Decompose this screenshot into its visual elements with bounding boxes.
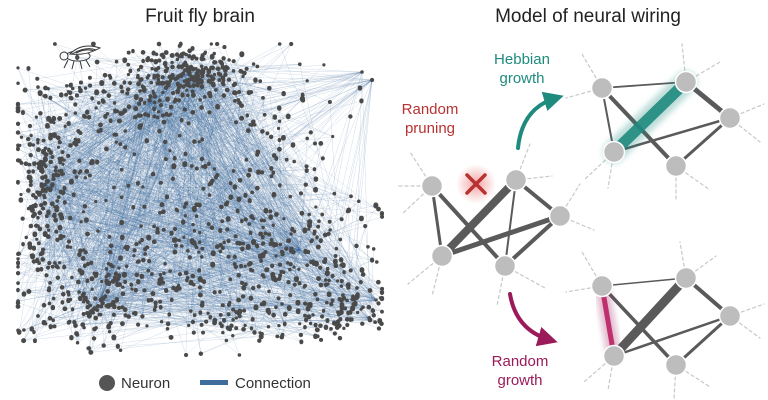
model-edge [503, 214, 562, 268]
model-node [590, 274, 614, 298]
left-title: Fruit fly brain [145, 6, 255, 27]
svg-text:pruning: pruning [405, 120, 455, 137]
model-node [674, 266, 698, 290]
svg-text:growth: growth [499, 70, 544, 87]
hebbian-growth-label: Hebbian growth [494, 51, 550, 87]
model-node [602, 140, 626, 164]
model-node [664, 154, 688, 178]
model-node [430, 244, 454, 268]
model-graph-random [565, 241, 765, 400]
legend-neuron-label: Neuron [121, 375, 170, 392]
legend-connection-label: Connection [235, 375, 311, 392]
model-edge [674, 116, 732, 168]
neuron-dots [15, 41, 385, 358]
svg-text:growth: growth [497, 372, 542, 389]
fruit-fly-brain-network [15, 41, 385, 358]
model-edge [609, 273, 691, 361]
model-edge [612, 314, 732, 358]
arrow-down-icon [508, 292, 558, 347]
model-node [718, 106, 742, 130]
model-node [504, 168, 528, 192]
connection-edges [17, 43, 383, 356]
model-edge [601, 277, 687, 287]
model-node [674, 70, 698, 94]
legend-connection-marker [200, 380, 228, 385]
model-node [664, 353, 688, 377]
hebbian-edge [608, 76, 692, 158]
model-node [602, 344, 626, 368]
model-edge [439, 213, 563, 259]
svg-text:Random: Random [402, 101, 459, 118]
arrow-up-icon [516, 91, 564, 150]
model-node [590, 76, 614, 100]
legend-neuron-marker [99, 375, 115, 391]
model-graph-initial [395, 143, 595, 307]
connections-layer [17, 43, 383, 356]
random-pruning-label: Random pruning [402, 101, 459, 137]
model-edge [438, 176, 520, 260]
model-edge [674, 314, 732, 367]
model-node [548, 204, 572, 228]
model-node [718, 304, 742, 328]
model-node [493, 254, 517, 278]
svg-text:Hebbian: Hebbian [494, 51, 550, 68]
model-edge [430, 184, 444, 258]
fruit-fly-icon [59, 45, 102, 70]
legend: Neuron Connection [99, 375, 311, 392]
model-graph-hebbian [565, 43, 765, 203]
prune-cross-icon [456, 164, 496, 204]
model-node [420, 174, 444, 198]
random-growth-edge [599, 283, 617, 359]
neurons-layer [15, 41, 385, 358]
svg-text:Random: Random [492, 353, 549, 370]
model-edge [504, 179, 517, 267]
right-title: Model of neural wiring [495, 6, 681, 27]
random-growth-label: Random growth [492, 353, 549, 389]
